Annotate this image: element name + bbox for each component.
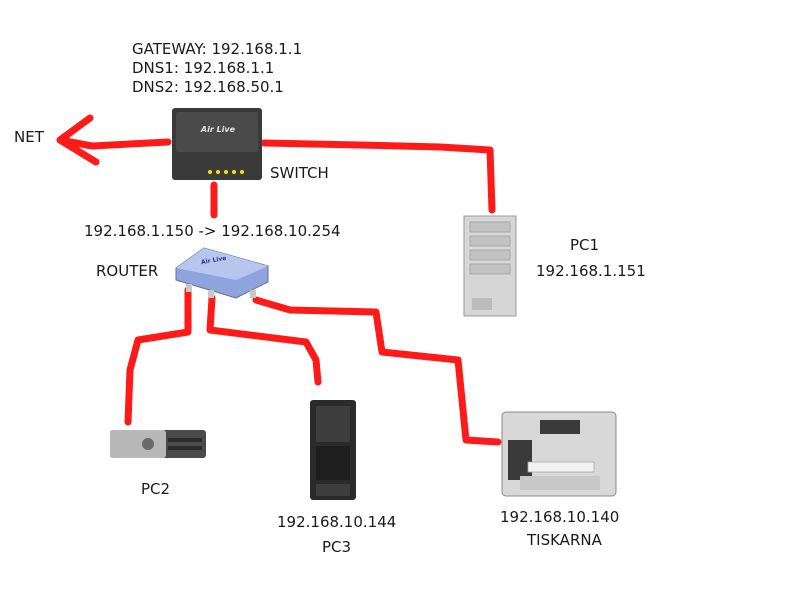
router-label: ROUTER xyxy=(96,262,159,280)
gateway-text: GATEWAY: 192.168.1.1 xyxy=(132,40,303,58)
dns1-text: DNS1: 192.168.1.1 xyxy=(132,59,275,77)
svg-text:Air Live: Air Live xyxy=(200,125,236,134)
pc3-name: PC3 xyxy=(322,538,352,556)
printer-name: TISKARNA xyxy=(527,531,602,549)
link-router-printer xyxy=(252,296,502,446)
link-router-pc2 xyxy=(124,286,192,426)
printer-device xyxy=(501,411,617,497)
pc2-desktop xyxy=(110,430,206,458)
pc1-tower xyxy=(463,215,517,317)
pc2-name: PC2 xyxy=(141,480,171,498)
router-device: Air Live xyxy=(175,247,269,299)
printer-ip: 192.168.10.140 xyxy=(500,508,620,526)
pc1-name: PC1 xyxy=(570,236,600,254)
dns2-text: DNS2: 192.168.50.1 xyxy=(132,78,284,96)
link-switch-net xyxy=(56,136,172,150)
link-router-pc3 xyxy=(206,294,322,386)
link-switch-pc1 xyxy=(260,139,496,214)
pc3-tower xyxy=(310,400,356,500)
net-label: NET xyxy=(14,128,44,146)
svg-text:Air Live: Air Live xyxy=(201,255,227,266)
net-arrow-head xyxy=(56,114,100,166)
switch-device: Air Live xyxy=(172,108,262,180)
pc3-ip: 192.168.10.144 xyxy=(277,513,397,531)
router-address-label: 192.168.1.150 -> 192.168.10.254 xyxy=(84,222,341,240)
pc1-ip: 192.168.1.151 xyxy=(536,262,646,280)
switch-label: SWITCH xyxy=(270,164,329,182)
